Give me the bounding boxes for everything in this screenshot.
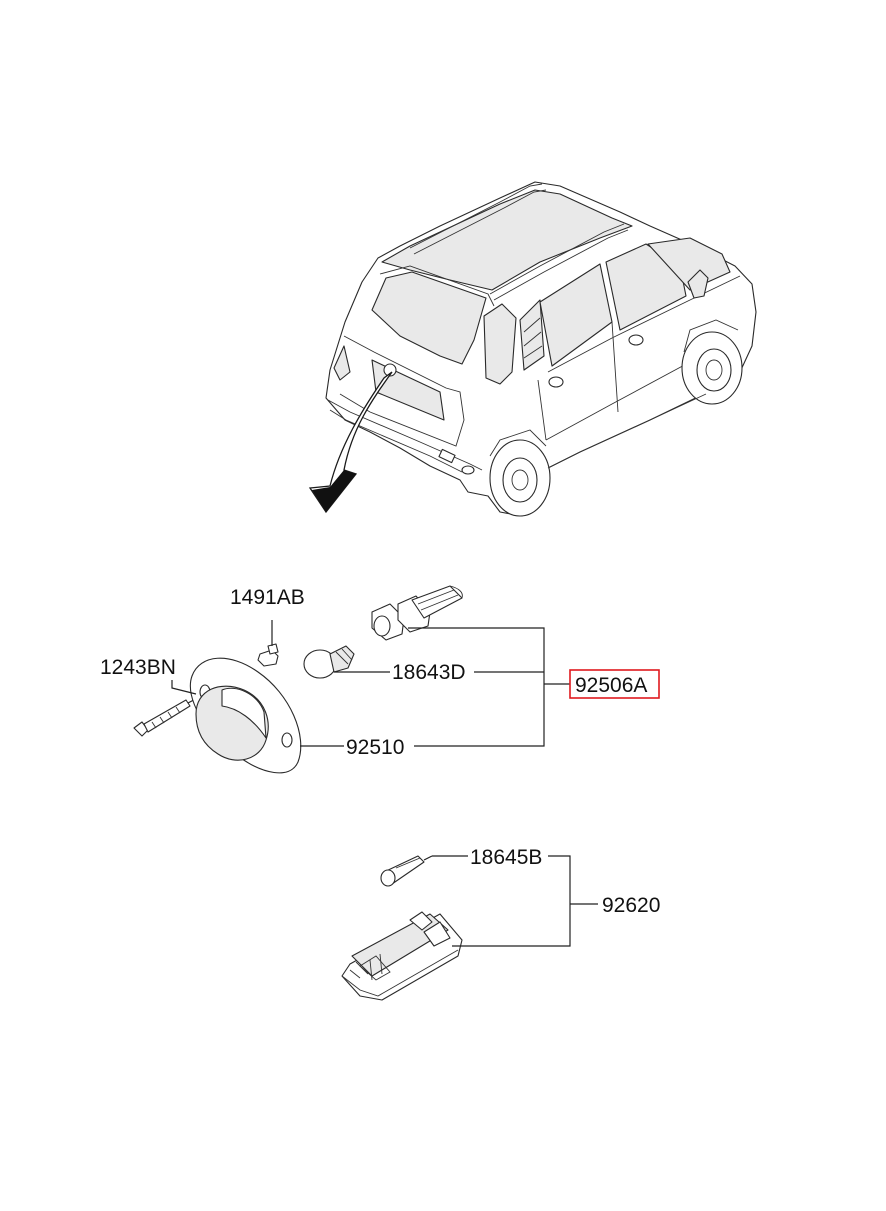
highlighted-part-92506a[interactable]: 92506A [569,669,660,699]
part-label-92620[interactable]: 92620 [602,894,660,917]
bulb-part [303,645,355,679]
lamp-base-part [189,657,302,774]
part-label-18643d[interactable]: 18643D [392,661,466,684]
part-labels: 1491AB 1243BN 18643D 92510 92506A 18645B… [100,586,660,917]
highlight-box [569,669,660,699]
vehicle-illustration [308,181,757,517]
part-label-1491ab[interactable]: 1491AB [230,586,305,609]
room-lamp-assembly [341,855,463,1001]
festoon-bulb-part [380,855,433,887]
clip-part [257,620,279,667]
part-label-92510[interactable]: 92510 [346,736,404,759]
lamp-housing-part [341,911,463,1001]
part-label-1243bn[interactable]: 1243BN [100,656,176,679]
part-label-92506a[interactable]: 92506A [575,674,647,697]
socket-part [371,585,463,641]
license-lamp-assembly [133,585,463,774]
part-label-18645b[interactable]: 18645B [470,846,542,869]
leader-lines [171,627,598,947]
